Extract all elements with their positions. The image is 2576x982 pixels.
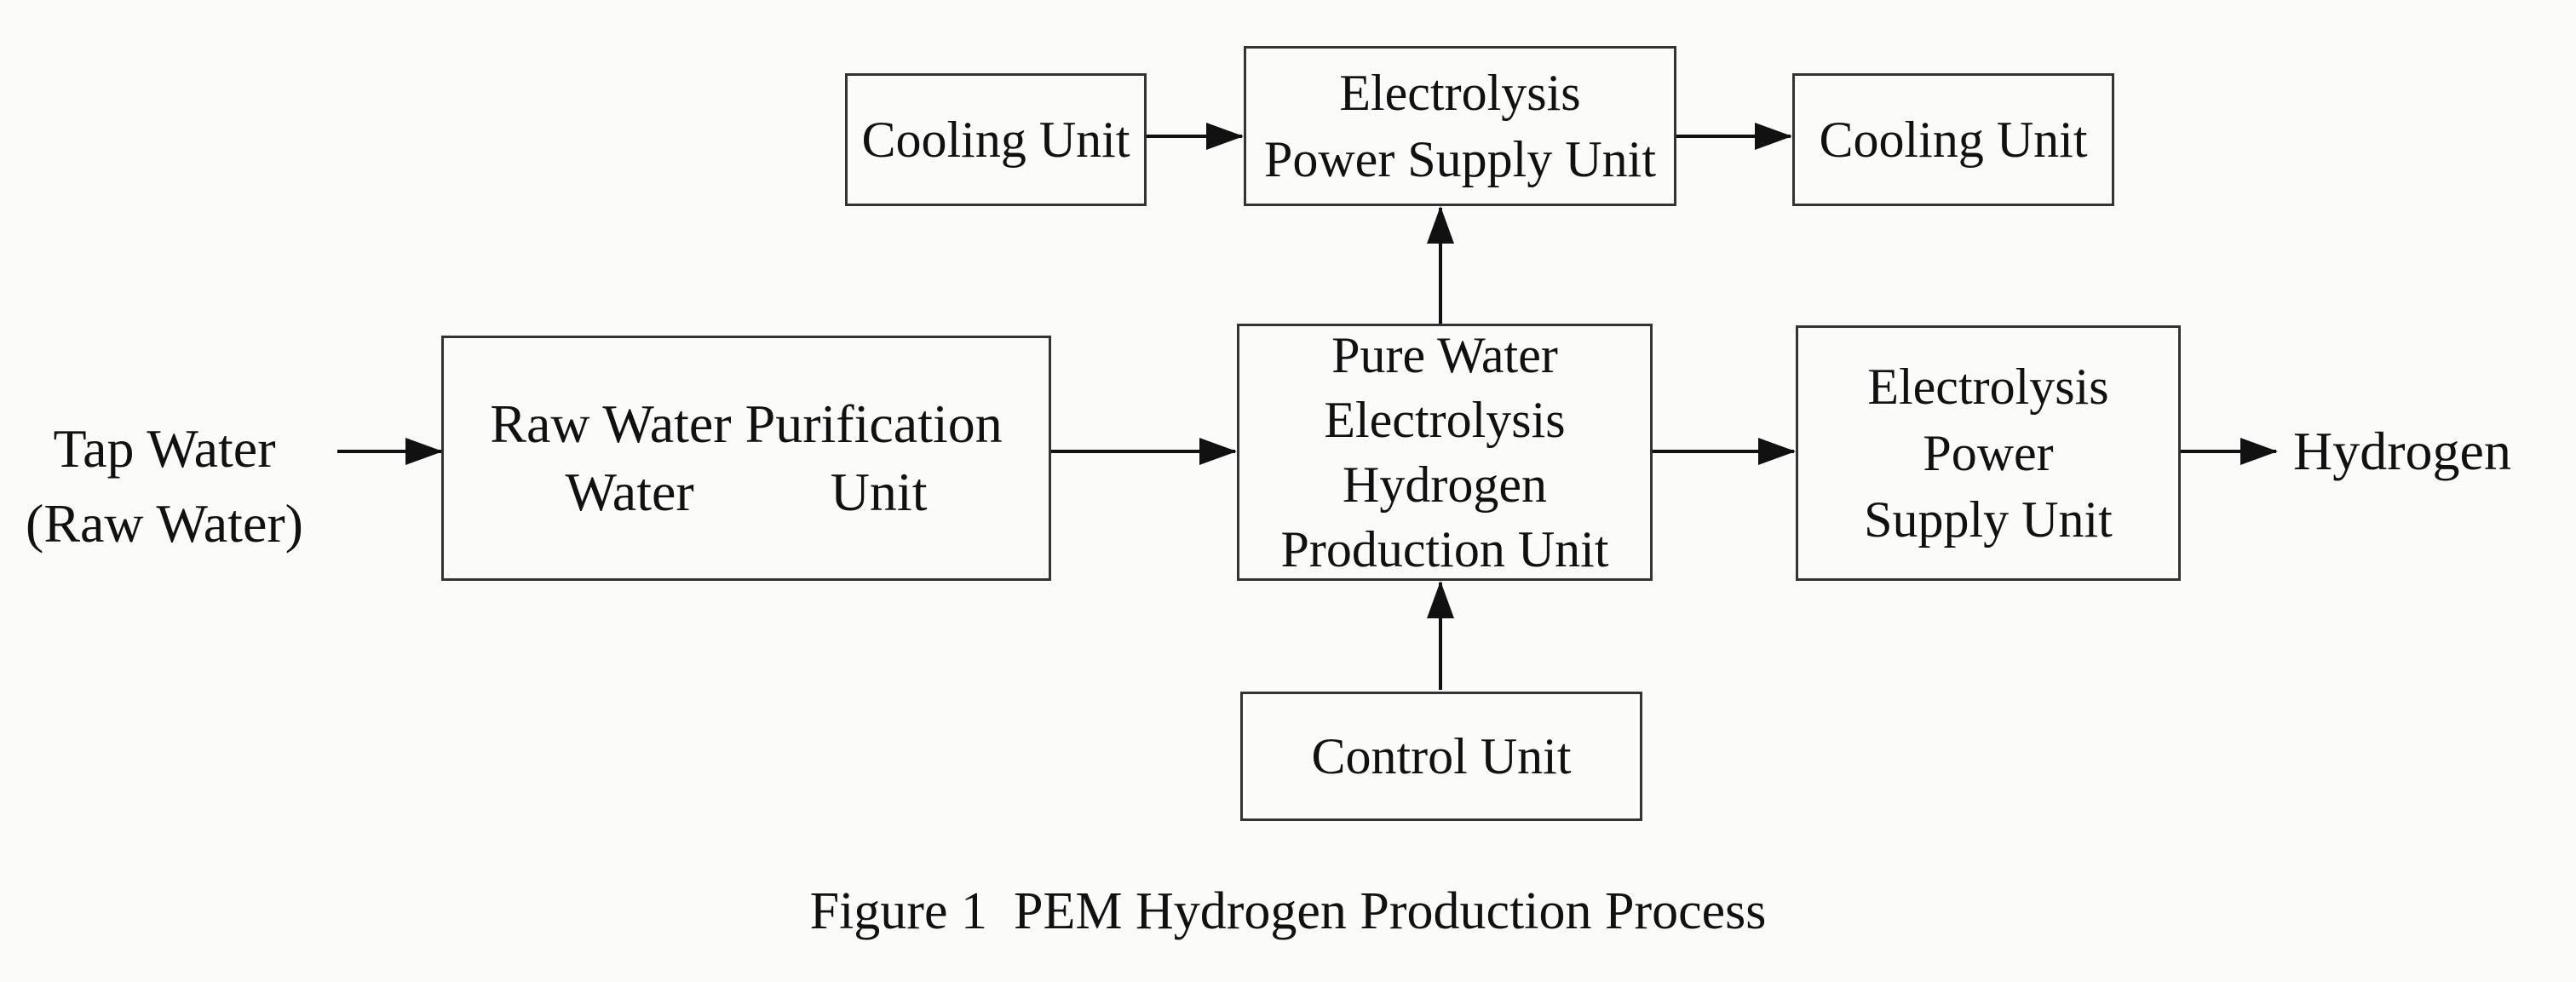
raw-water-purification-line-2: Water Unit	[565, 462, 928, 522]
raw-water-purification-line-1: Raw Water Purification	[490, 393, 1003, 454]
power-supply-top-line-1: Electrolysis	[1339, 65, 1581, 121]
figure-caption: Figure 1 PEM Hydrogen Production Process	[809, 882, 1767, 940]
pure-water-electrolysis-unit-box: Pure Water Electrolysis Hydrogen Product…	[1237, 324, 1653, 581]
tap-water-line-1: Tap Water	[53, 418, 276, 479]
power-supply-right-line-3: Supply Unit	[1864, 491, 2113, 548]
cooling-unit-right-label: Cooling Unit	[1819, 112, 2088, 168]
power-supply-top-line-2: Power Supply Unit	[1263, 131, 1657, 187]
pure-water-electrolysis-line-4: Production Unit	[1280, 521, 1609, 577]
power-supply-right-line-1: Electrolysis	[1867, 359, 2109, 415]
cooling-unit-right-box: Cooling Unit	[1792, 73, 2114, 206]
tap-water-line-2: (Raw Water)	[26, 493, 303, 554]
control-unit-label: Control Unit	[1311, 728, 1572, 784]
pure-water-electrolysis-line-2: Electrolysis	[1324, 392, 1566, 448]
pure-water-electrolysis-line-1: Pure Water	[1331, 327, 1558, 383]
power-supply-right-line-2: Power	[1923, 425, 2054, 481]
electrolysis-power-supply-unit-top-box: Electrolysis Power Supply Unit	[1244, 46, 1676, 206]
pure-water-electrolysis-line-3: Hydrogen	[1343, 457, 1547, 513]
electrolysis-power-supply-unit-right-box: Electrolysis Power Supply Unit	[1796, 325, 2181, 581]
raw-water-purification-unit-box: Raw Water Purification Water Unit	[441, 336, 1051, 581]
tap-water-input-label: Tap Water (Raw Water)	[26, 411, 303, 561]
cooling-unit-left-box: Cooling Unit	[845, 73, 1147, 206]
control-unit-box: Control Unit	[1240, 692, 1642, 821]
cooling-unit-left-label: Cooling Unit	[861, 112, 1130, 168]
hydrogen-output-label: Hydrogen	[2293, 421, 2511, 481]
